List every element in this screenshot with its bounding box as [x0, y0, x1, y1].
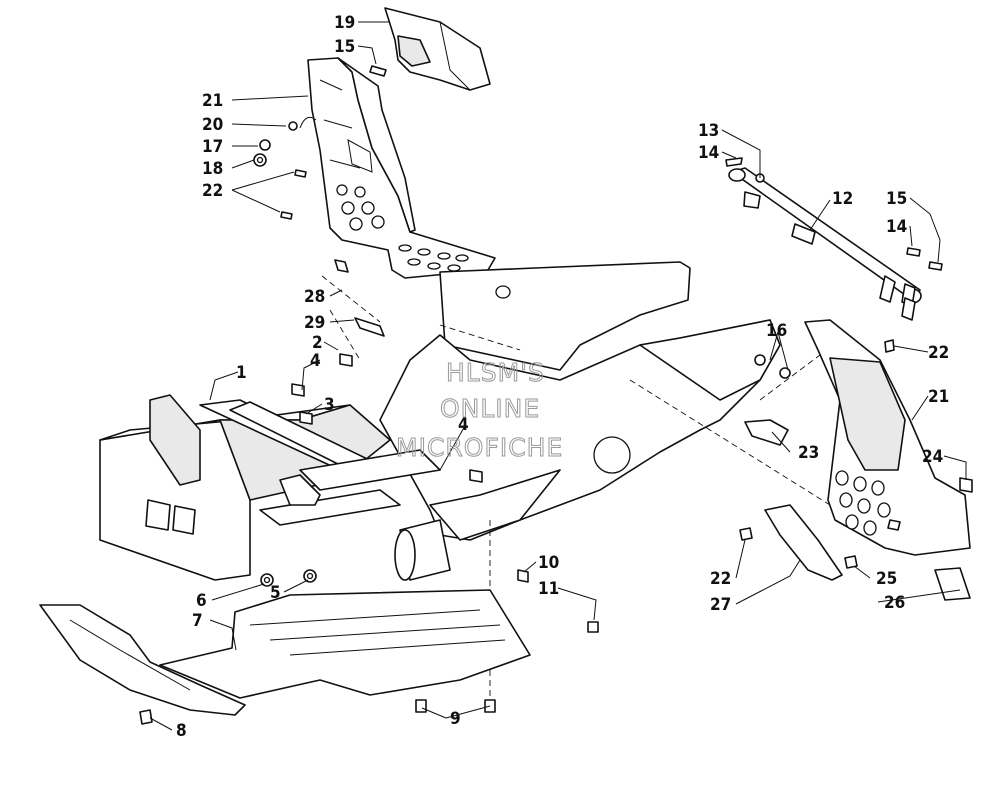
callout-28: 28	[304, 287, 325, 307]
callout-4b: 4	[458, 415, 469, 435]
callout-21: 21	[202, 91, 223, 111]
steering-support-bracket-upper	[307, 57, 496, 279]
callout-18: 18	[202, 159, 223, 179]
steering-cover-cap	[384, 7, 491, 91]
main-chassis-frame	[99, 261, 781, 581]
callout-15: 15	[334, 37, 355, 57]
callout-20: 20	[202, 115, 223, 135]
callout-7: 7	[192, 611, 203, 631]
callout-14: 14	[698, 143, 719, 163]
callout-19: 19	[334, 13, 355, 33]
callout-14b: 14	[886, 217, 907, 237]
leader-lines	[149, 21, 967, 731]
callout-8: 8	[176, 721, 187, 741]
callout-15b: 15	[886, 189, 907, 209]
callout-12: 12	[832, 189, 853, 209]
lower-hardware	[139, 569, 496, 725]
callout-2: 2	[312, 333, 323, 353]
callout-24: 24	[922, 447, 943, 467]
callout-27: 27	[710, 595, 731, 615]
callout-4: 4	[310, 351, 321, 371]
steering-shaft	[728, 167, 922, 321]
small-brackets	[291, 259, 973, 633]
watermark-line2: ONLINE	[440, 394, 540, 423]
upper-hardware	[253, 65, 387, 220]
callout-5: 5	[270, 583, 281, 603]
callout-1: 1	[236, 363, 247, 383]
callout-9: 9	[450, 709, 461, 729]
callout-26: 26	[884, 593, 905, 613]
callout-11: 11	[538, 579, 559, 599]
callout-22: 22	[202, 181, 223, 201]
callout-21b: 21	[928, 387, 949, 407]
callout-6: 6	[196, 591, 207, 611]
callout-17: 17	[202, 137, 223, 157]
callout-13: 13	[698, 121, 719, 141]
belly-pan	[159, 589, 531, 699]
callout-10: 10	[538, 553, 559, 573]
callout-23: 23	[798, 443, 819, 463]
shaft-hardware	[725, 157, 943, 271]
front-skid-plate	[39, 604, 246, 716]
watermark-line1: HLSM'S	[446, 358, 545, 387]
callout-22c: 22	[710, 569, 731, 589]
callout-29: 29	[304, 313, 325, 333]
callout-25: 25	[876, 569, 897, 589]
watermark-line3: MICROFICHE	[396, 433, 563, 462]
steering-support-side	[804, 319, 971, 556]
watermark: HLSM'S ONLINE MICROFICHE	[396, 358, 563, 463]
callout-labels: 19 15 21 20 17 18 22 13 14 12 15 14 28 2…	[176, 13, 949, 741]
callout-22b: 22	[928, 343, 949, 363]
callout-3: 3	[324, 395, 335, 415]
callout-16: 16	[766, 321, 787, 341]
